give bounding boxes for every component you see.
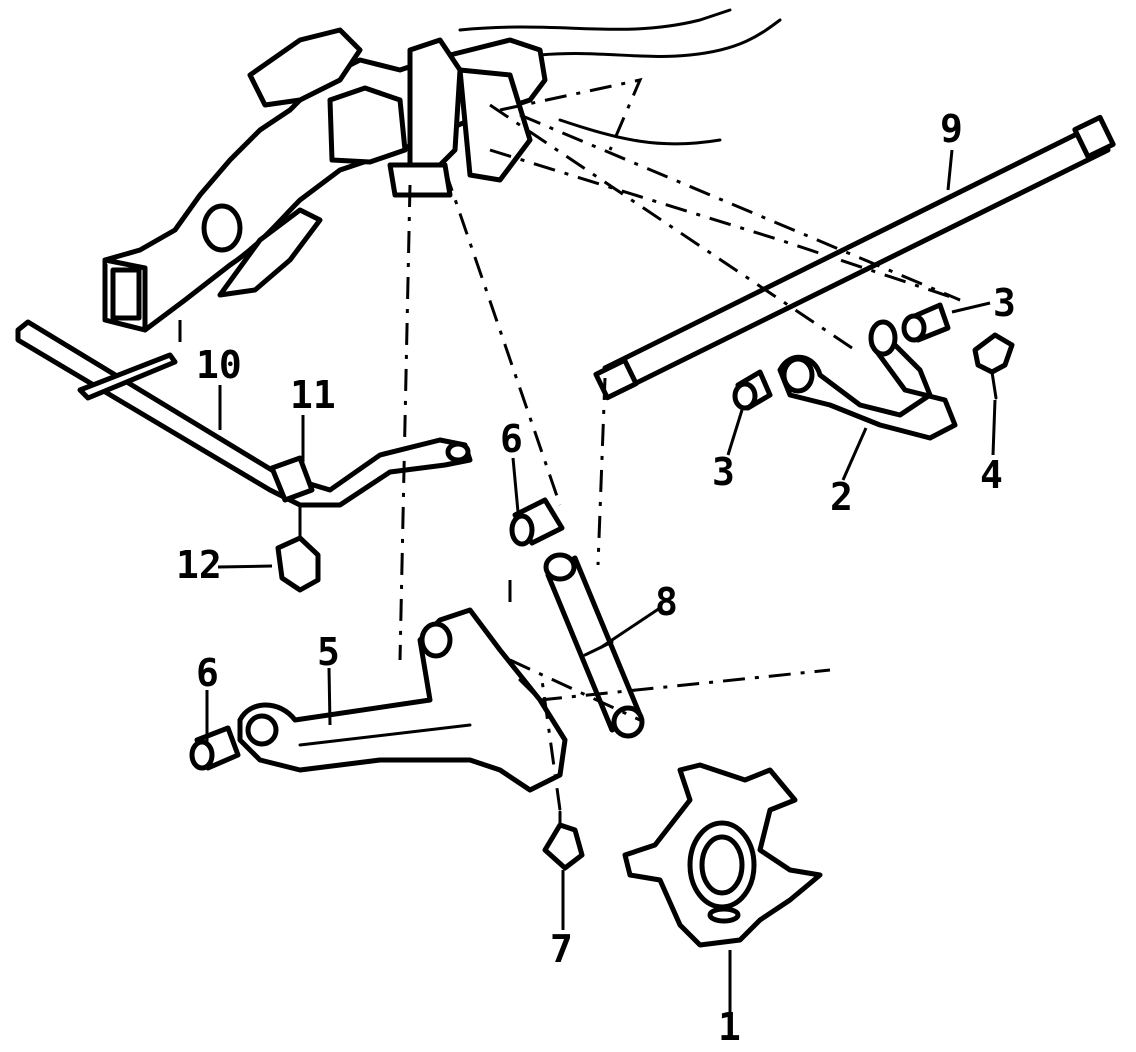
callout-12: 12 (176, 543, 222, 587)
part-10-stabilizer-bar (15, 319, 473, 508)
body-outline (458, 8, 782, 146)
callout-6-upper: 6 (500, 417, 523, 461)
callout-3-right: 3 (993, 281, 1016, 325)
callout-3-left: 3 (712, 450, 735, 494)
part-3-bushing-left (732, 369, 773, 411)
part-1-steering-knuckle (622, 762, 823, 948)
part-6-bushing-upper (509, 497, 565, 547)
part-8-shock-absorber (543, 552, 645, 739)
part-6-bushing-lower (189, 725, 241, 771)
frame-rail (102, 27, 548, 333)
part-2-upper-arm (777, 319, 958, 441)
part-12-clamp (275, 535, 321, 593)
part-4-ball-joint (972, 332, 1015, 400)
part-3-bushing-right (901, 302, 951, 343)
part-9-bar (593, 114, 1116, 401)
callout-4: 4 (980, 453, 1003, 497)
leader-lines (205, 149, 997, 1012)
callout-1: 1 (718, 1005, 741, 1049)
callout-5: 5 (317, 630, 340, 674)
callout-11: 11 (290, 373, 336, 417)
callout-7: 7 (550, 927, 573, 971)
alignment-lines (178, 77, 961, 811)
callout-10: 10 (196, 343, 242, 387)
part-11-bar-bushing (269, 455, 315, 503)
callout-8: 8 (655, 580, 678, 624)
callout-6-lower: 6 (196, 651, 219, 695)
callout-9: 9 (940, 107, 963, 151)
part-7-lower-ball-joint (542, 810, 585, 871)
part-5-lower-control-arm (237, 607, 568, 793)
callout-2: 2 (830, 475, 853, 519)
